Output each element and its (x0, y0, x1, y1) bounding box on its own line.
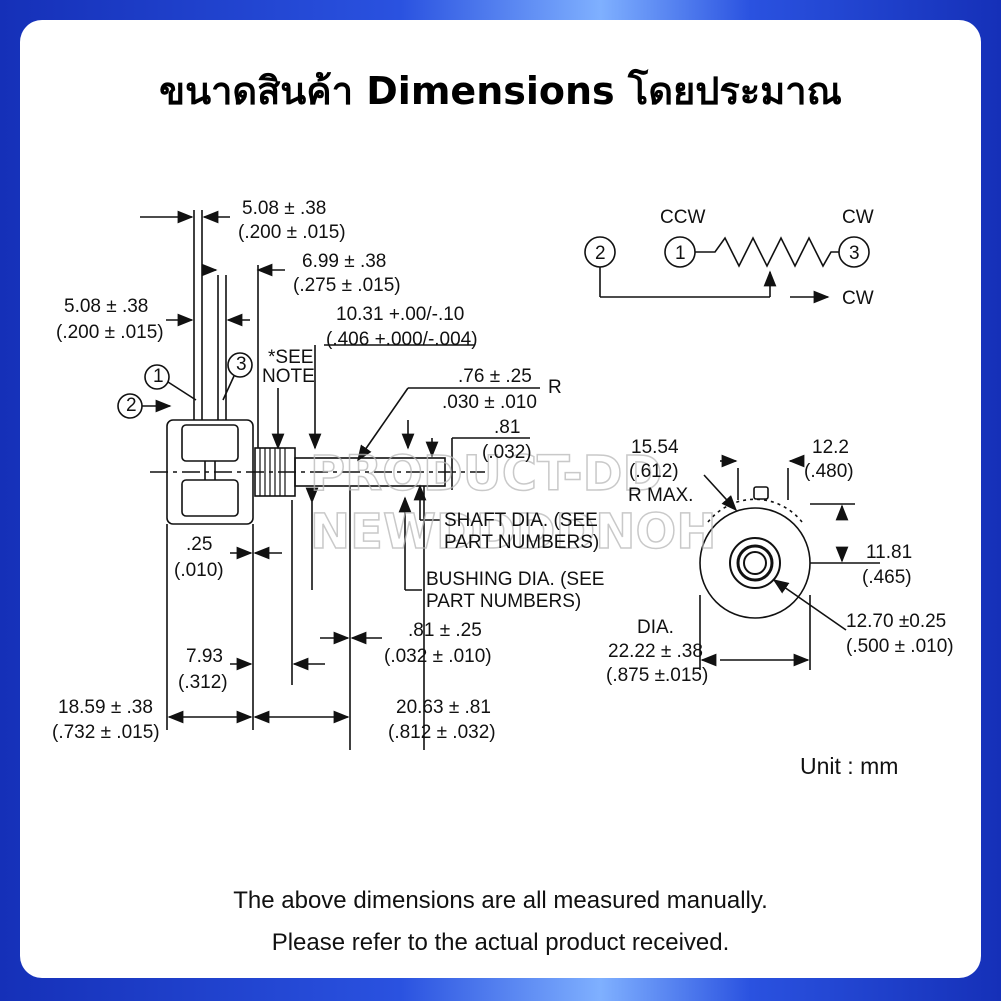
dim-1031-inch: (.406 +.000/-.004) (326, 329, 478, 350)
dim-1859-value: 18.59 ± .38 (58, 697, 153, 718)
dim-122-inch: (.480) (804, 461, 854, 482)
front-view (699, 454, 880, 670)
dim-081-shaft-value: .81 (494, 417, 520, 438)
side-pin2-label: 2 (126, 395, 137, 416)
bushing-dia-line2: PART NUMBERS) (426, 591, 581, 612)
dim-699-value: 6.99 ± .38 (302, 251, 386, 272)
side-pin3-label: 3 (236, 354, 247, 375)
schematic-pin3-label: 3 (849, 243, 860, 264)
see-note-line1: *SEE (268, 347, 313, 368)
footer-line1: The above dimensions are all measured ma… (233, 887, 768, 914)
dim-793-inch: (.312) (178, 672, 228, 693)
dim-076-inch: .030 ± .010 (442, 392, 537, 413)
dimension-diagram: PRODUCT-DD NEWDDDDNOH 2 1 3 CCW CW CW 1 … (52, 198, 954, 750)
dim-2222-inch: (.875 ±.015) (606, 665, 708, 686)
side-view (117, 210, 540, 750)
cw-arrow-label: CW (842, 288, 874, 309)
schematic (584, 236, 870, 304)
dim-2222-value: 22.22 ± .38 (608, 641, 703, 662)
cw-top-label: CW (842, 207, 874, 228)
dim-508-top-value: 5.08 ± .38 (242, 198, 326, 219)
dim-1554-rmax: R MAX. (628, 485, 693, 506)
dim-081-shaft-inch: (.032) (482, 442, 532, 463)
dim-793-value: 7.93 (186, 646, 223, 667)
see-note-line2: NOTE (262, 366, 315, 387)
watermark-line2: NEWDDDDNOH (310, 504, 716, 560)
bushing-dia-line1: BUSHING DIA. (SEE (426, 569, 604, 590)
ccw-label: CCW (660, 207, 705, 228)
dim-508-left-inch: (.200 ± .015) (56, 322, 164, 343)
dim-076-value: .76 ± .25 (458, 366, 532, 387)
dim-076-radius: R (548, 377, 562, 398)
shaft-dia-line2: PART NUMBERS) (444, 532, 599, 553)
dim-025-inch: (.010) (174, 560, 224, 581)
footer-line2: Please refer to the actual product recei… (271, 929, 730, 956)
front-body-circle (699, 507, 811, 619)
dim-508-left-value: 5.08 ± .38 (64, 296, 148, 317)
resistor-zigzag (695, 236, 839, 268)
side-pin1-label: 1 (153, 366, 164, 387)
dim-1554-value: 15.54 (631, 437, 679, 458)
image-card: ขนาดสินค้า Dimensions โดยประมาณ (20, 20, 981, 978)
schematic-pin1-label: 1 (675, 243, 686, 264)
dim-2063-value: 20.63 ± .81 (396, 697, 491, 718)
dim-1859-inch: (.732 ± .015) (52, 722, 160, 743)
dim-1554-inch: (.612) (629, 461, 679, 482)
schematic-pin2-label: 2 (595, 243, 606, 264)
dim-2063-inch: (.812 ± .032) (388, 722, 496, 743)
page-title: ขนาดสินค้า Dimensions โดยประมาณ (159, 69, 842, 113)
dim-081-value: .81 ± .25 (408, 620, 482, 641)
dim-508-top-inch: (.200 ± .015) (238, 222, 346, 243)
watermark-line1: PRODUCT-DD (310, 446, 662, 502)
dim-1181-value: 11.81 (866, 542, 912, 563)
dia-label: DIA. (637, 617, 674, 638)
unit-label: Unit : mm (800, 753, 899, 779)
dim-1270-inch: (.500 ± .010) (846, 636, 954, 657)
shaft-dia-line1: SHAFT DIA. (SEE (444, 510, 598, 531)
dim-1270-value: 12.70 ±0.25 (846, 611, 946, 632)
dim-1181-inch: (.465) (862, 567, 912, 588)
dim-122-value: 12.2 (812, 437, 849, 458)
dim-699-inch: (.275 ± .015) (293, 275, 401, 296)
dim-1031-value: 10.31 +.00/-.10 (336, 304, 464, 325)
dim-025-value: .25 (186, 534, 212, 555)
dim-081-inch: (.032 ± .010) (384, 646, 492, 667)
